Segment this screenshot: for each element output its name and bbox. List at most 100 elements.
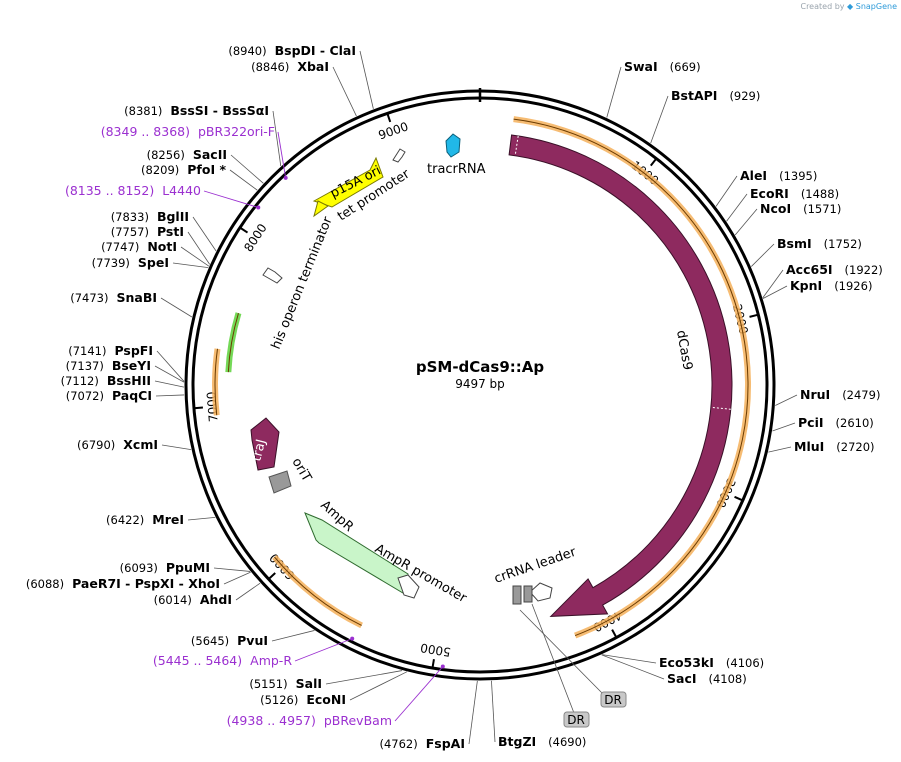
traj-label: traJ [249, 438, 269, 463]
tick-2000 [749, 313, 759, 318]
tracrrna-feature[interactable] [445, 133, 461, 158]
site-nrui[interactable]: NruI(2479) [800, 387, 880, 402]
snapgene-logo-icon: ◆ [847, 2, 854, 11]
lead-eco53ki [602, 654, 657, 664]
tick-8000 [239, 226, 249, 234]
lead-saci [601, 654, 665, 680]
lead-swai [606, 66, 622, 118]
tet-promoter-feature[interactable] [392, 148, 406, 163]
lead-ahdi [235, 582, 261, 601]
primer-amp-r[interactable]: (5445 .. 5464)Amp-R [153, 653, 292, 668]
his-operon-terminator-label: his operon terminator [269, 214, 336, 351]
site-paqci[interactable]: (7072)PaqCI [66, 388, 152, 403]
primer-mark-pbr322ori-f [283, 175, 288, 180]
his-operon-terminator-feature[interactable] [262, 267, 283, 284]
lead-bsmi [750, 243, 775, 267]
lead-btgzi [491, 680, 496, 743]
site-bstapi[interactable]: BstAPI(929) [671, 88, 760, 103]
primer-lead-amp-r [294, 638, 353, 662]
lead-ecori [726, 193, 748, 222]
dr-badge-1 [563, 711, 590, 728]
primer-pbrevbam[interactable]: (4938 .. 4957)pBRevBam [227, 713, 392, 728]
site-pspfi[interactable]: (7141)PspFI [68, 343, 153, 358]
lead-alei [715, 175, 738, 207]
lead-pfoi [229, 169, 258, 191]
orit-feature[interactable] [268, 470, 292, 494]
lead-pspfi [156, 350, 185, 382]
site-pfoi[interactable]: (8209)PfoI * [141, 162, 226, 177]
site-econi[interactable]: (5126)EcoNI [260, 692, 346, 707]
site-xbai[interactable]: (8846)XbaI [251, 59, 329, 74]
lead-spei [172, 262, 209, 269]
dr-repeat-2[interactable] [523, 585, 533, 603]
lead-bspdi-clai [359, 50, 374, 109]
tick-label-9000: 9000 [377, 119, 410, 142]
crrna-leader-feature[interactable] [529, 582, 553, 602]
lead-kpni [762, 285, 788, 299]
lead-xbai [332, 66, 357, 117]
site-sacii[interactable]: (8256)SacII [147, 147, 227, 162]
features-layer [250, 133, 733, 617]
ampr-promoter-feature[interactable] [397, 574, 420, 599]
dr-repeat-1[interactable] [512, 585, 522, 605]
site-bseyi[interactable]: (7137)BseYI [66, 358, 151, 373]
site-saci[interactable]: SacI(4108) [667, 671, 747, 686]
site-bglii[interactable]: (7833)BglII [111, 209, 189, 224]
lead-nrui [775, 394, 798, 406]
site-pvui[interactable]: (5645)PvuI [191, 633, 268, 648]
primer-lead-pbr322ori-f [277, 131, 287, 178]
lead-ppumi [213, 567, 251, 572]
site-ncoi[interactable]: NcoI(1571) [760, 201, 841, 216]
primer-pbr322ori-f[interactable]: (8349 .. 8368)pBR322ori-F [101, 124, 275, 139]
site-ahdi[interactable]: (6014)AhdI [154, 592, 232, 607]
site-bspdi-clai[interactable]: (8940)BspDI - ClaI [228, 43, 356, 58]
site-mrei[interactable]: (6422)MreI [106, 512, 184, 527]
site-alei[interactable]: AleI(1395) [740, 168, 817, 183]
p15a-ori-feature[interactable] [312, 156, 384, 208]
lead-noti [180, 246, 210, 267]
site-spei[interactable]: (7739)SpeI [92, 255, 169, 270]
site-snabi[interactable]: (7473)SnaBI [70, 290, 157, 305]
tick-label-5000: 5000 [419, 640, 451, 659]
primer-mark-amp-r [350, 636, 355, 641]
dcas9-seam [710, 406, 731, 410]
primer-l4440[interactable]: (8135 .. 8152)L4440 [65, 183, 201, 198]
site-acc65i[interactable]: Acc65I(1922) [786, 262, 883, 277]
lead-sali [325, 670, 403, 685]
dr-label-2: DR [604, 693, 622, 707]
site-swai[interactable]: SwaI(669) [624, 59, 701, 74]
site-fspai[interactable]: (4762)FspAI [379, 736, 465, 751]
site-xcmi[interactable]: (6790)XcmI [77, 437, 158, 452]
orf-arc [225, 312, 242, 373]
lead-mrei [187, 516, 216, 521]
tick-4000 [611, 629, 618, 638]
site-paer7i-pspxi-xhoi[interactable]: (6088)PaeR7I - PspXI - XhoI [26, 576, 220, 591]
site-noti[interactable]: (7747)NotI [101, 239, 177, 254]
crrna-leader-label: crRNA leader [492, 545, 578, 587]
dcas9-feature[interactable] [508, 134, 733, 617]
site-ecori[interactable]: EcoRI(1488) [750, 186, 839, 201]
site-mlui[interactable]: MluI(2720) [794, 439, 875, 454]
traj-feature[interactable] [250, 417, 280, 471]
tick-7000 [193, 406, 203, 410]
site-bsmi[interactable]: BsmI(1752) [777, 236, 862, 251]
site-labels: SwaI(669) BstAPI(929) AleI(1395) EcoRI(1488… [26, 43, 883, 751]
site-btgzi[interactable]: BtgZI(4690) [498, 734, 586, 749]
primer-mark-l4440 [256, 205, 261, 210]
site-psti[interactable]: (7757)PstI [111, 224, 184, 239]
site-kpni[interactable]: KpnI(1926) [790, 278, 872, 293]
site-sali[interactable]: (5151)SalI [249, 676, 322, 691]
site-eco53ki[interactable]: Eco53kI(4106) [659, 655, 764, 670]
lead-bglii [192, 216, 217, 252]
lead-paer7i-pspxi-xhoi [223, 571, 251, 585]
lead-bsssi-bsss-i [272, 110, 282, 167]
site-pcii[interactable]: PciI(2610) [798, 415, 874, 430]
site-bsssi-bsss-i[interactable]: (8381)BssSI - BssSαI [124, 103, 269, 118]
site-bsshii[interactable]: (7112)BssHII [61, 373, 151, 388]
lead-fspai [468, 680, 478, 745]
snapgene-credit: Created by ◆ SnapGene [800, 2, 897, 11]
site-ppumi[interactable]: (6093)PpuMI [120, 560, 210, 575]
tick-label-8000: 8000 [241, 221, 269, 254]
orf-arc-core [513, 118, 749, 637]
credit-prefix: Created by [800, 2, 845, 11]
